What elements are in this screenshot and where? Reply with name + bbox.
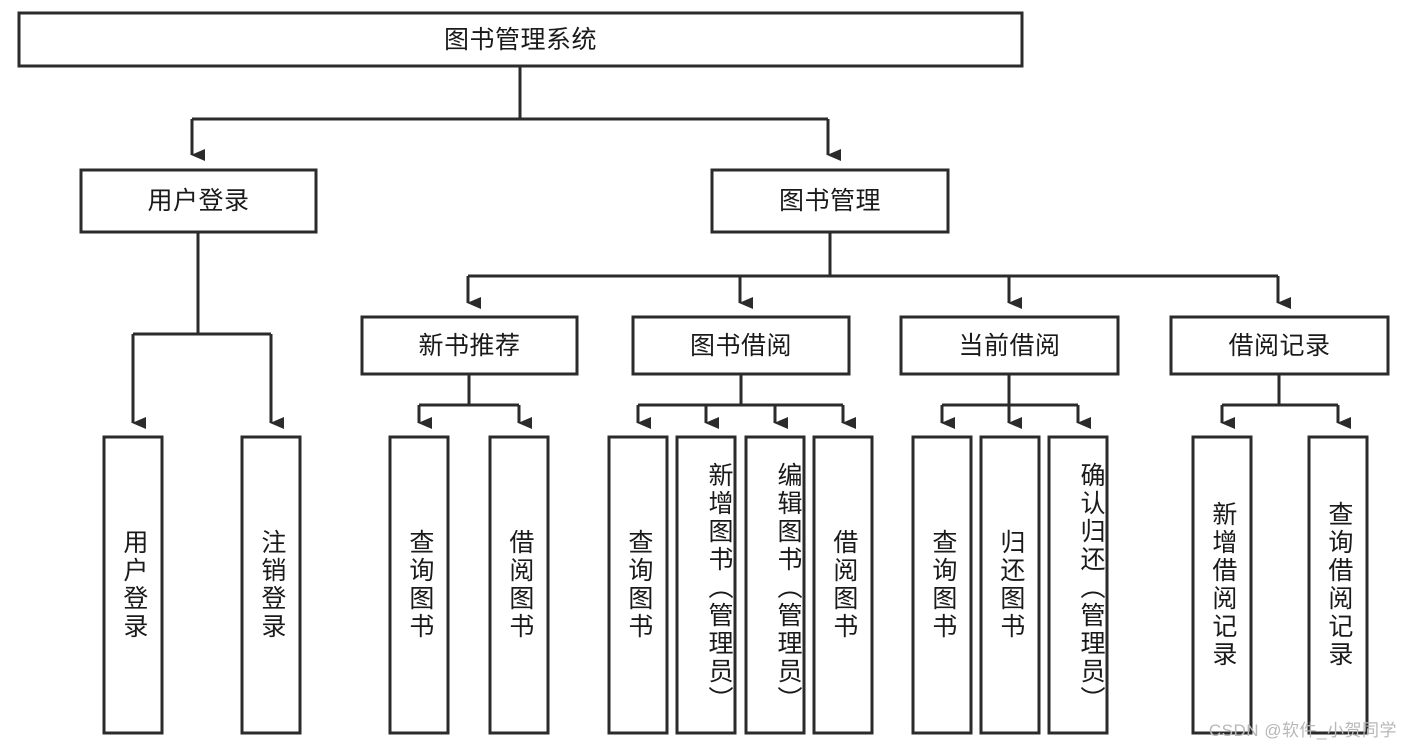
- connector-user-login-to-leaves: [131, 232, 273, 421]
- node-box-book-borrow[interactable]: [631, 315, 851, 376]
- node-box-root[interactable]: [17, 11, 1024, 68]
- node-box-leaf-add-book[interactable]: [675, 435, 737, 735]
- connector-book-borrow-to-leaves: [636, 374, 845, 421]
- node-box-leaf-query-book-3[interactable]: [911, 435, 973, 735]
- node-box-leaf-borrow-book-2[interactable]: [812, 435, 874, 735]
- node-box-borrow-record[interactable]: [1169, 315, 1390, 376]
- connector-root-to-level2: [190, 66, 830, 153]
- connector-new-book-recommend-to-leaves: [417, 374, 521, 421]
- node-box-leaf-user-login[interactable]: [102, 435, 164, 735]
- node-box-leaf-logout-login[interactable]: [240, 435, 302, 735]
- csdn-watermark: CSDN @软件_小贺同学: [1208, 721, 1397, 740]
- node-box-user-login[interactable]: [79, 168, 318, 234]
- node-box-leaf-return-book[interactable]: [979, 435, 1041, 735]
- node-box-book-management[interactable]: [710, 168, 950, 234]
- node-box-leaf-query-book-1[interactable]: [388, 435, 450, 735]
- node-box-leaf-add-record[interactable]: [1191, 435, 1253, 735]
- node-box-new-book-recommend[interactable]: [360, 315, 579, 376]
- connector-book-management-to-level3: [466, 232, 1280, 300]
- node-box-leaf-query-record[interactable]: [1307, 435, 1369, 735]
- node-box-leaf-confirm-return[interactable]: [1047, 435, 1109, 735]
- node-box-leaf-edit-book[interactable]: [744, 435, 806, 735]
- node-box-leaf-query-book-2[interactable]: [607, 435, 669, 735]
- node-box-leaf-borrow-book-1[interactable]: [488, 435, 550, 735]
- connector-borrow-record-to-leaves: [1220, 374, 1340, 421]
- node-box-current-borrow[interactable]: [899, 315, 1120, 376]
